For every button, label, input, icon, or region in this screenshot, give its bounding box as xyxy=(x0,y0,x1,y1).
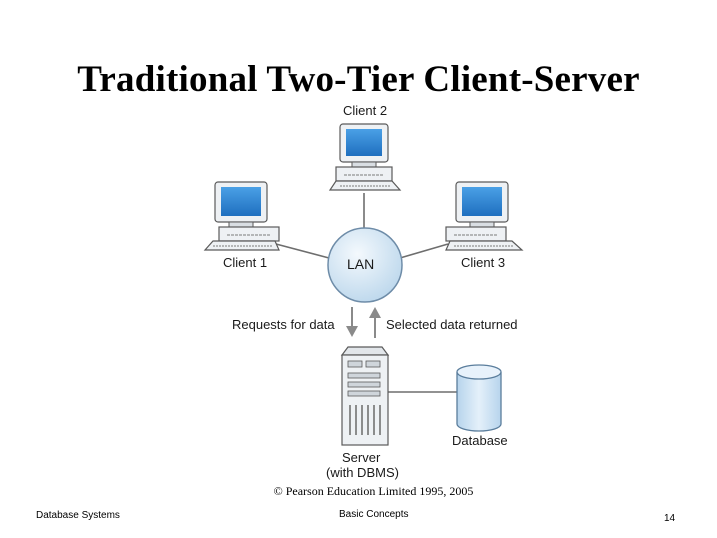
slide-title: Traditional Two-Tier Client-Server xyxy=(77,59,640,100)
requests-label: Requests for data xyxy=(232,317,335,332)
request-arrow xyxy=(346,307,358,337)
server-label: Server xyxy=(342,450,381,465)
client1-label: Client 1 xyxy=(223,255,268,270)
client3-label: Client 3 xyxy=(461,255,506,270)
lan-label: LAN xyxy=(347,256,375,272)
server-tower-icon xyxy=(340,346,390,446)
page-number: 14 xyxy=(664,513,676,524)
client2-label: Client 2 xyxy=(343,103,388,118)
client2-computer-icon xyxy=(328,123,402,191)
client1-computer-icon xyxy=(203,181,280,251)
database-label: Database xyxy=(452,433,508,448)
link-client3-lan xyxy=(399,243,449,259)
link-client1-lan xyxy=(275,243,330,259)
lan-sphere-icon xyxy=(327,227,403,303)
server-dbms-label: (with DBMS) xyxy=(326,465,399,480)
footer-center: Basic Concepts xyxy=(339,509,409,520)
database-cylinder-icon xyxy=(456,364,502,432)
returned-label: Selected data returned xyxy=(386,317,518,332)
response-arrow xyxy=(369,307,381,338)
network-links xyxy=(275,193,457,393)
footer-left: Database Systems xyxy=(36,510,120,521)
client3-computer-icon xyxy=(445,181,524,251)
copyright-notice: © Pearson Education Limited 1995, 2005 xyxy=(273,484,474,498)
